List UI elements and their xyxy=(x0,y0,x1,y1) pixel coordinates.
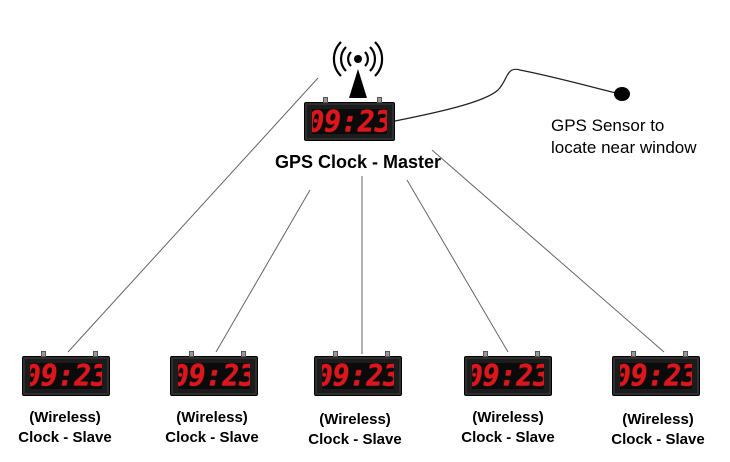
slave-clock-display: 09:23 xyxy=(178,363,250,389)
slave-clock-time: 09:23 xyxy=(620,363,692,389)
slave-clock-time: 09:23 xyxy=(322,363,394,389)
slave-clock-display: 09:23 xyxy=(30,363,102,389)
mount-bracket xyxy=(535,351,540,357)
wireless-link-5 xyxy=(431,149,665,353)
slave-clock-display: 09:23 xyxy=(322,363,394,389)
slave-clock-label: (Wireless) Clock - Slave xyxy=(597,410,719,450)
master-clock-time: 09:23 xyxy=(312,109,387,134)
mount-bracket xyxy=(385,351,390,357)
sensor-label-line1: GPS Sensor to xyxy=(551,116,665,135)
mount-bracket xyxy=(683,351,688,357)
slave-label-line1: (Wireless) xyxy=(622,411,694,428)
slave-clock-2: 09:23 xyxy=(170,351,258,396)
wireless-link-2 xyxy=(215,189,311,353)
slave-label-line2: Clock - Slave xyxy=(611,431,705,448)
slave-clock-label: (Wireless) Clock - Slave xyxy=(151,408,273,448)
mount-bracket xyxy=(41,351,46,357)
slave-clock-time: 09:23 xyxy=(472,363,544,389)
slave-clock-label: (Wireless) Clock - Slave xyxy=(294,410,416,450)
mount-bracket xyxy=(631,351,636,357)
slave-clock-label: (Wireless) Clock - Slave xyxy=(4,408,126,448)
slave-label-line2: Clock - Slave xyxy=(461,429,555,446)
sensor-label-line2: locate near window xyxy=(551,138,697,157)
slave-clock-time: 09:23 xyxy=(30,363,102,389)
mount-bracket xyxy=(93,351,98,357)
slave-label-line1: (Wireless) xyxy=(319,411,391,428)
mount-bracket xyxy=(483,351,488,357)
gps-sensor-icon xyxy=(614,87,630,101)
wireless-link-4 xyxy=(406,179,509,353)
master-clock-label: GPS Clock - Master xyxy=(274,152,442,172)
slave-clock-label: (Wireless) Clock - Slave xyxy=(447,408,569,448)
slave-clock-display: 09:23 xyxy=(620,363,692,389)
slave-label-line2: Clock - Slave xyxy=(308,431,402,448)
mount-bracket xyxy=(189,351,194,357)
mount-bracket xyxy=(323,97,328,103)
slave-clock-5: 09:23 xyxy=(612,351,700,396)
slave-label-line2: Clock - Slave xyxy=(165,429,259,446)
mount-bracket xyxy=(241,351,246,357)
slave-clock-display: 09:23 xyxy=(472,363,544,389)
slave-label-line1: (Wireless) xyxy=(29,409,101,426)
slave-label-line2: Clock - Slave xyxy=(18,429,112,446)
slave-clock-4: 09:23 xyxy=(464,351,552,396)
mount-bracket xyxy=(377,97,382,103)
master-clock-display: 09:23 xyxy=(312,109,387,134)
wireless-link-1 xyxy=(67,77,319,353)
slave-clock-1: 09:23 xyxy=(22,351,110,396)
master-clock: 09:23 xyxy=(304,97,395,141)
mount-bracket xyxy=(333,351,338,357)
slave-clock-time: 09:23 xyxy=(178,363,250,389)
slave-label-line1: (Wireless) xyxy=(472,409,544,426)
slave-label-line1: (Wireless) xyxy=(176,409,248,426)
wireless-antenna-icon xyxy=(332,41,384,98)
slave-clock-3: 09:23 xyxy=(314,351,402,396)
gps-sensor-cable xyxy=(394,68,621,122)
